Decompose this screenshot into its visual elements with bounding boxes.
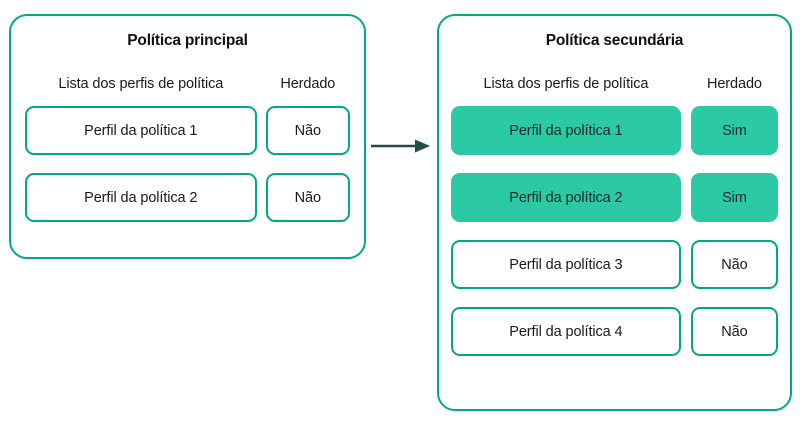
column-header-inherited: Herdado	[706, 76, 762, 92]
policy-profile-cell[interactable]: Perfil da política 3	[451, 240, 681, 289]
column-header-profile-list: Lista dos perfis de política	[483, 76, 649, 92]
panel-primary-column-headers: Lista dos perfis de política Herdado	[11, 76, 364, 92]
policy-profile-cell[interactable]: Perfil da política 4	[451, 307, 681, 356]
table-row: Perfil da política 3 Não	[451, 240, 778, 289]
table-row: Perfil da política 4 Não	[451, 307, 778, 356]
inherited-status-cell[interactable]: Não	[690, 307, 778, 356]
panel-primary-title: Política principal	[127, 32, 248, 49]
table-row: Perfil da política 1 Sim	[451, 106, 778, 155]
panel-primary-policy: Política principal Lista dos perfis de p…	[9, 14, 366, 259]
panel-secondary-column-headers: Lista dos perfis de política Herdado	[439, 76, 790, 92]
column-header-profile-list: Lista dos perfis de política	[58, 76, 224, 92]
flow-arrow-icon	[371, 139, 430, 153]
inherited-status-cell[interactable]: Não	[265, 173, 350, 222]
inherited-status-cell[interactable]: Não	[690, 240, 778, 289]
policy-profile-cell[interactable]: Perfil da política 2	[25, 173, 257, 222]
policy-profile-cell[interactable]: Perfil da política 1	[451, 106, 681, 155]
table-row: Perfil da política 2 Sim	[451, 173, 778, 222]
panel-secondary-policy: Política secundária Lista dos perfis de …	[437, 14, 792, 411]
policy-profile-cell[interactable]: Perfil da política 1	[25, 106, 257, 155]
panel-primary-rows: Perfil da política 1 Não Perfil da polít…	[11, 106, 364, 222]
policy-profile-cell[interactable]: Perfil da política 2	[451, 173, 681, 222]
table-row: Perfil da política 2 Não	[25, 173, 350, 222]
panel-secondary-title: Política secundária	[545, 32, 684, 49]
inherited-status-cell[interactable]: Não	[265, 106, 350, 155]
inherited-status-cell[interactable]: Sim	[690, 106, 778, 155]
column-header-inherited: Herdado	[280, 76, 336, 92]
inherited-status-cell[interactable]: Sim	[690, 173, 778, 222]
panel-secondary-rows: Perfil da política 1 Sim Perfil da polít…	[439, 106, 790, 356]
table-row: Perfil da política 1 Não	[25, 106, 350, 155]
